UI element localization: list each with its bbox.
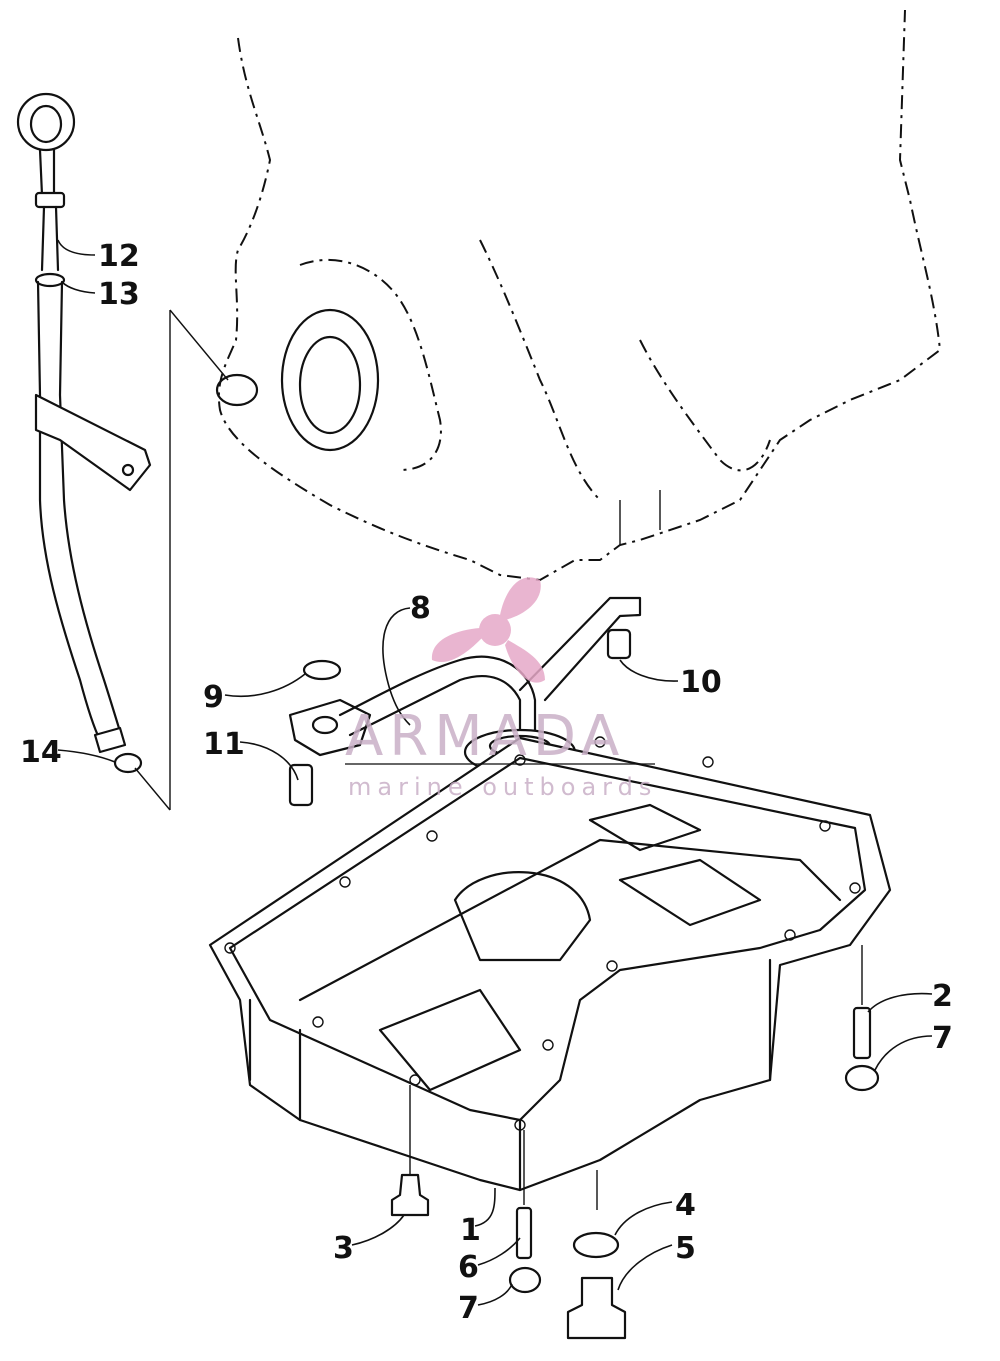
callout-7-right: 7	[932, 1021, 953, 1056]
pan-fasteners	[390, 945, 880, 1340]
callout-labels: 1 2 3 4 5 6 7 7 8 9 10 11 12 13 14	[20, 239, 953, 1326]
callout-2: 2	[932, 979, 953, 1014]
drain-washer	[572, 1231, 620, 1259]
leader-lines	[57, 239, 933, 1306]
callout-7-bottom: 7	[458, 1291, 479, 1326]
pan-bolt-holes	[224, 736, 861, 1131]
engine-block-outline	[215, 9, 942, 582]
callout-6: 6	[458, 1250, 479, 1285]
callout-1: 1	[460, 1213, 481, 1248]
oil-strainer	[288, 596, 642, 807]
drain-plug	[566, 1276, 627, 1340]
callout-9: 9	[203, 680, 224, 715]
watermark-brand: ARMADA	[345, 704, 625, 769]
callout-8: 8	[410, 591, 431, 626]
nut-7-bottom	[508, 1266, 542, 1294]
watermark-tagline: marine outboards	[348, 773, 657, 801]
callout-12: 12	[98, 239, 140, 274]
dipstick-o-ring	[113, 752, 143, 774]
callout-11: 11	[203, 727, 245, 762]
oil-pan	[208, 736, 892, 1192]
stud-6	[515, 1206, 533, 1260]
bolt-3	[390, 1173, 430, 1217]
callout-3: 3	[333, 1231, 354, 1266]
strainer-bolt-10	[606, 628, 632, 660]
callout-13: 13	[98, 277, 140, 312]
callout-14: 14	[20, 735, 62, 770]
dipstick-assembly	[16, 92, 229, 811]
propeller-logo	[431, 577, 545, 683]
callout-10: 10	[680, 665, 722, 700]
stud-2	[852, 1006, 872, 1060]
nut-7-right	[844, 1064, 880, 1092]
crankcase-bore	[280, 308, 380, 452]
dipstick-port	[215, 373, 259, 407]
strainer-o-ring	[302, 659, 342, 681]
callout-4: 4	[675, 1188, 696, 1223]
callout-5: 5	[675, 1231, 696, 1266]
armada-watermark: ARMADA marine outboards	[345, 577, 657, 801]
